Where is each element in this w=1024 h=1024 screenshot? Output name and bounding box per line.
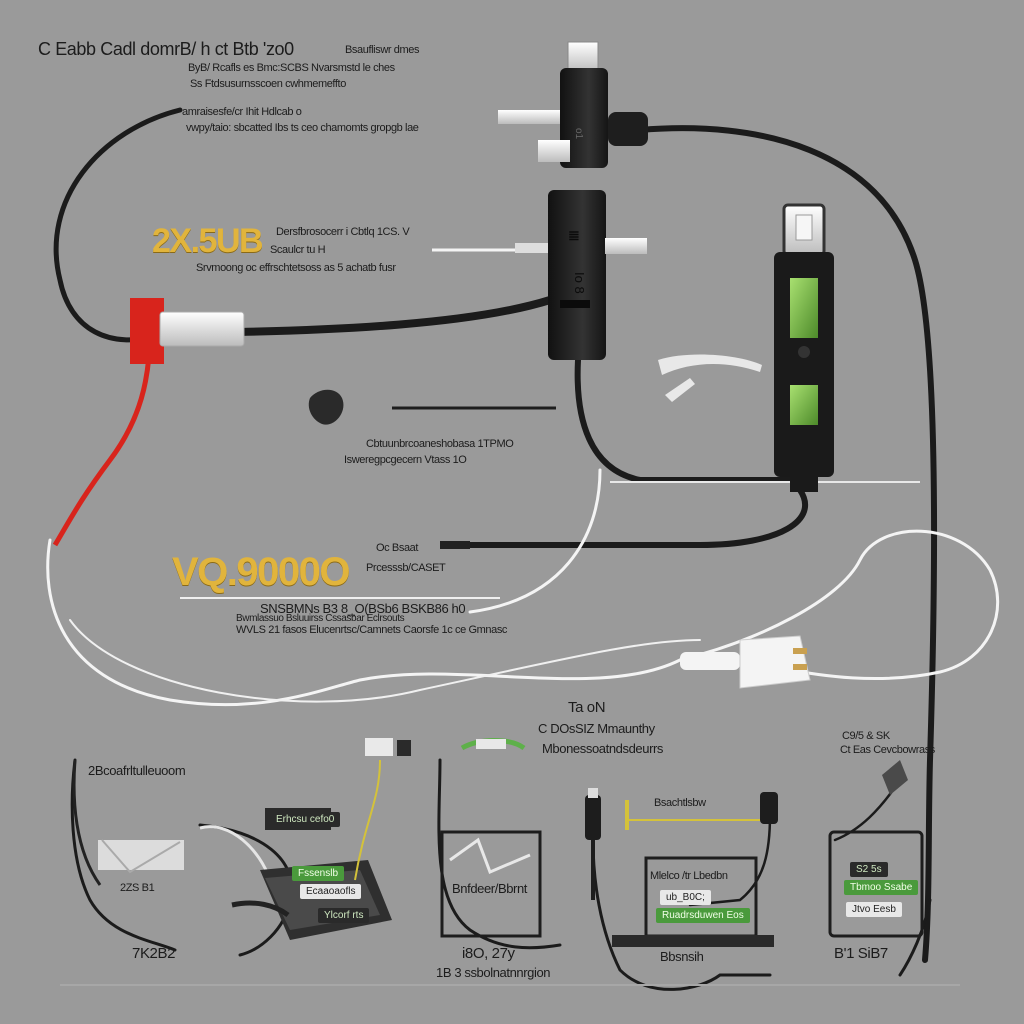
bottom-left-caption: 7K2B2 xyxy=(132,946,175,963)
box2-label-1: Mlelco /tr Lbedbn xyxy=(650,870,728,882)
cable-dongle-down xyxy=(460,490,805,545)
box3-label-3: Jtvo Eesb xyxy=(846,902,902,917)
white-plug xyxy=(680,636,810,688)
mid-label-a: Ta oN xyxy=(568,700,605,717)
desc-gold2-1: Oc Bsaat xyxy=(376,542,418,554)
title-right-1: Bsaufliswr dmes xyxy=(345,44,419,56)
bottom-left-box-label: 2Bcoafrltulleuoom xyxy=(88,764,185,778)
right-top-label: C9/5 & SK xyxy=(842,730,890,742)
red-usb-connector xyxy=(130,298,244,364)
chip-laptop-1: Erhcsu cefo0 xyxy=(270,812,340,827)
title-right-3: Ss Ftdsusurnsscoen cwhmemeffto xyxy=(190,78,346,90)
desc-gold2-2: Prcesssb/CASET xyxy=(366,562,445,574)
bottom-mid-caption-1: i8O, 27y xyxy=(462,946,515,963)
title-line: C Eabb Cadl domrB/ h ct Btb 'zo0 xyxy=(38,40,294,60)
title-right-2: ByB/ Rcafls es Bmc:SCBS Nvarsmstd le che… xyxy=(188,62,395,74)
cable-white-hub xyxy=(470,470,600,612)
usb-hub: ≣ Io 8 xyxy=(515,190,647,360)
svg-text:≣: ≣ xyxy=(568,227,580,243)
box1-label: Bnfdeer/Bbrnt xyxy=(452,882,527,896)
desc-mid-1: Dersfbrosocerr i Cbtlq 1CS. V xyxy=(276,226,409,238)
box2-label-3: Ruadrsduwen Eos xyxy=(656,908,750,923)
chip-laptop-2: Fssenslb xyxy=(292,866,344,881)
green-dongle xyxy=(774,205,834,492)
mid-label-c: Mbonessoatndsdeurrs xyxy=(542,742,663,756)
desc-left-1: amraisesfe/cr Ihit Hdlcab o xyxy=(182,106,301,118)
bottom-right-caption: B'1 SiB7 xyxy=(834,946,888,963)
strip-2: Bwmlassuo Bsluuirss Cssasbar Eclrsouts xyxy=(236,613,404,624)
pen-device xyxy=(760,792,778,824)
cable-hub-bottom xyxy=(578,360,790,480)
top-usb-plug: o1 xyxy=(498,42,648,168)
strip-3: WVLS 21 fasos Elucenrtsc/Camnets Caorsfe… xyxy=(236,624,507,636)
side-text-1: Cbtuunbrcoaneshobasa 1TPMO xyxy=(366,438,513,450)
bottom-mid-caption-2: 1B 3 ssbolnatnnrgion xyxy=(436,966,550,980)
box2-label-2: ub_B0C; xyxy=(660,890,711,905)
desc-left-2: vwpy/taio: sbcatted Ibs ts ceo chamomts … xyxy=(186,122,419,134)
chip-laptop-4: Ylcorf rts xyxy=(318,908,369,923)
green-label: Bsachtlsbw xyxy=(654,797,706,809)
gold-label-2: VQ.9000O xyxy=(172,550,349,595)
bottom-caption-c: Bbsnsih xyxy=(660,950,703,964)
laptop-tag: 2ZS B1 xyxy=(120,882,154,894)
chip-laptop-3: Ecaaoaofls xyxy=(300,884,361,899)
small-blobs xyxy=(309,355,762,425)
right-top-label-2: Ct Eas Cevcbowrass xyxy=(840,744,935,756)
box3-label-1: S2 5s xyxy=(850,862,888,877)
desc-mid-3: Srvmoong oc effrschtetsoss as 5 achatb f… xyxy=(196,262,396,274)
side-text-2: Isweregpcgecern Vtass 1O xyxy=(344,454,466,466)
desc-mid-2: Scaulcr tu H xyxy=(270,244,325,256)
left-box-device xyxy=(74,760,184,885)
cable-hub-left xyxy=(240,300,550,332)
gold-label-1: 2X.5UB xyxy=(152,222,262,261)
svg-text:Io 8: Io 8 xyxy=(572,272,587,294)
usb-small-plug xyxy=(585,788,601,900)
mid-label-b: C DOsSIZ Mmaunthy xyxy=(538,722,655,736)
box3-label-2: Tbmoo Ssabe xyxy=(844,880,918,895)
svg-text:o1: o1 xyxy=(573,128,584,140)
